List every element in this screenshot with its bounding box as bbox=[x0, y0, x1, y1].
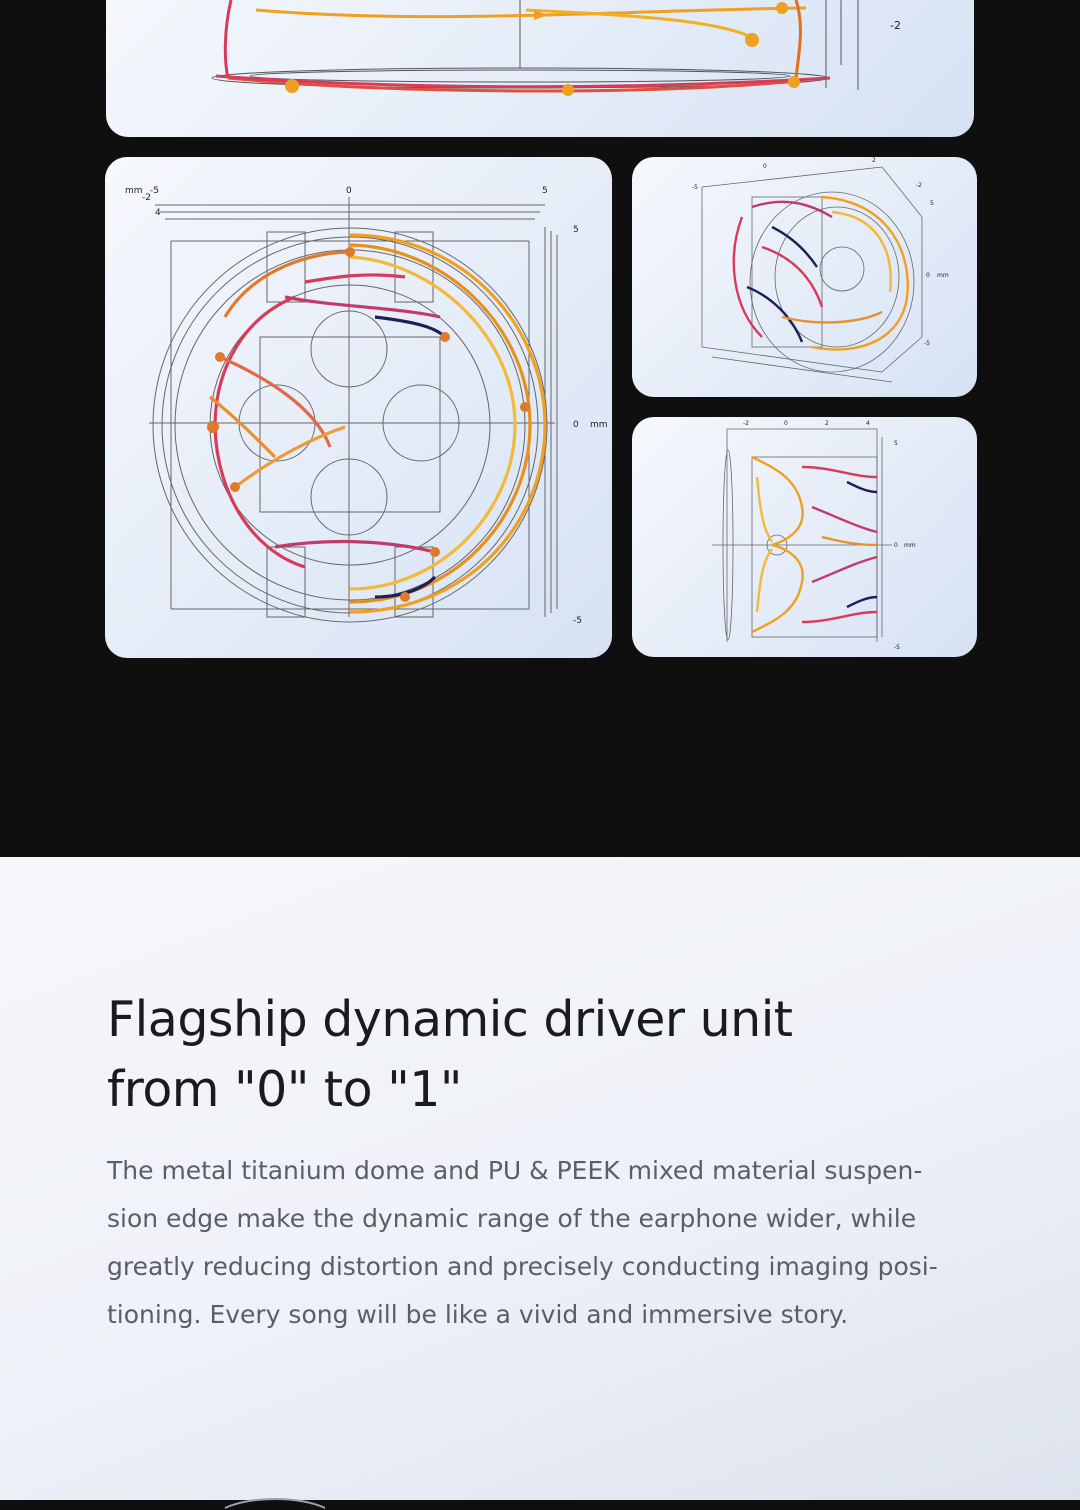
right-tick-label: -5 bbox=[573, 616, 582, 626]
headline-line: Flagship dynamic driver unit bbox=[107, 991, 793, 1048]
top-tick-label: 0 bbox=[346, 186, 352, 196]
decorative-arc bbox=[224, 1498, 326, 1509]
axis-tick-label: -2 bbox=[916, 182, 922, 189]
feature-description: The metal titanium dome and PU & PEEK mi… bbox=[107, 1147, 987, 1339]
axis-tick-label: -5 bbox=[894, 644, 900, 651]
simulation-card-top: -2 bbox=[106, 0, 974, 137]
axis-tick-label: -5 bbox=[692, 184, 698, 191]
top-tick-label: -5 bbox=[150, 186, 159, 196]
axis-unit-label: mm bbox=[590, 420, 608, 430]
axis-unit-label: mm bbox=[904, 542, 916, 549]
simulation-card-front-view: mm -2 4 -5 0 5 5 0 mm -5 bbox=[105, 157, 612, 658]
axis-unit-label: mm bbox=[125, 186, 143, 196]
flow-simulation-side-view: -2 bbox=[211, 0, 901, 96]
feature-headline: Flagship dynamic driver unit from "0" to… bbox=[107, 985, 967, 1125]
axis-tick-label: 4 bbox=[866, 420, 870, 427]
right-tick-label: 5 bbox=[573, 225, 579, 235]
axis-tick-label: 5 bbox=[930, 200, 934, 207]
axis-tick-label: 2 bbox=[825, 420, 829, 427]
feature-text-section: Flagship dynamic driver unit from "0" to… bbox=[0, 857, 1080, 1509]
axis-tick-label: 0 bbox=[763, 163, 767, 170]
top-tick-label: 5 bbox=[542, 186, 548, 196]
axis-tick-label: 0 bbox=[784, 420, 788, 427]
axis-unit-label: mm bbox=[937, 272, 949, 279]
description-line: The metal titanium dome and PU & PEEK mi… bbox=[107, 1156, 923, 1185]
right-tick-label: 0 bbox=[573, 420, 579, 430]
flow-simulation-front-view: mm -2 4 -5 0 5 5 0 mm -5 bbox=[125, 186, 608, 626]
axis-tick-label: 5 bbox=[894, 440, 898, 447]
flow-simulation-cross-section: -2 0 2 4 5 0 mm -5 bbox=[712, 420, 916, 651]
axis-tick-label: -2 bbox=[743, 420, 749, 427]
description-line: tioning. Every song will be like a vivid… bbox=[107, 1300, 849, 1329]
side-tick-label: -2 bbox=[142, 193, 151, 203]
simulation-card-cross-section: -2 0 2 4 5 0 mm -5 bbox=[632, 417, 977, 657]
headline-line: from "0" to "1" bbox=[107, 1061, 462, 1118]
axis-tick-label: 2 bbox=[872, 157, 876, 164]
description-line: greatly reducing distortion and precisel… bbox=[107, 1252, 938, 1281]
axis-tick-label: -2 bbox=[890, 19, 901, 32]
flow-simulation-perspective-view: 0 2 -5 -2 5 0 mm -5 bbox=[692, 157, 949, 383]
axis-tick-label: 0 bbox=[894, 542, 898, 549]
side-tick-label: 4 bbox=[155, 208, 161, 218]
description-line: sion edge make the dynamic range of the … bbox=[107, 1204, 917, 1233]
dark-showcase-section: -2 bbox=[105, 0, 977, 658]
axis-tick-label: 0 bbox=[926, 272, 930, 279]
axis-tick-label: -5 bbox=[924, 340, 930, 347]
simulation-card-perspective-view: 0 2 -5 -2 5 0 mm -5 bbox=[632, 157, 977, 397]
